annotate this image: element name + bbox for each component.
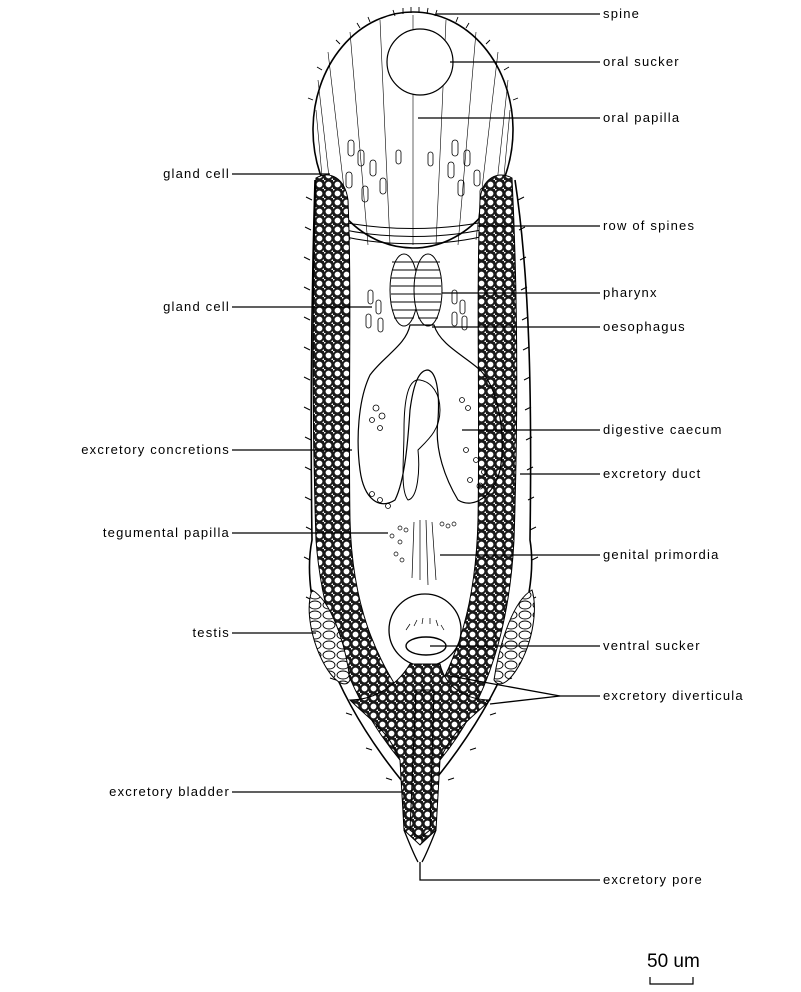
genital-primordia-dots	[390, 520, 456, 585]
label-gland-cell-lower: gland cell	[163, 299, 230, 314]
label-tegumental-papilla: tegumental papilla	[103, 525, 230, 540]
label-excretory-diverticula: excretory diverticula	[603, 688, 744, 703]
label-excretory-pore: excretory pore	[603, 872, 703, 887]
label-excretory-bladder: excretory bladder	[109, 784, 230, 799]
label-excretory-duct: excretory duct	[603, 466, 701, 481]
label-digestive-caecum: digestive caecum	[603, 422, 723, 437]
label-gland-cell-upper: gland cell	[163, 166, 230, 181]
label-spine: spine	[603, 6, 640, 21]
concretion-dots	[370, 398, 487, 509]
scale-bar-line	[650, 977, 693, 984]
label-oral-papilla: oral papilla	[603, 110, 680, 125]
ventral-sucker-organ	[389, 594, 461, 666]
label-pharynx: pharynx	[603, 285, 658, 300]
scale-bar-label: 50 um	[647, 951, 700, 972]
label-ventral-sucker: ventral sucker	[603, 638, 701, 653]
label-row-of-spines: row of spines	[603, 218, 695, 233]
oral-sucker-opening	[387, 29, 453, 95]
scale-bar: 50 um	[647, 951, 700, 984]
caecum-lumen	[403, 380, 440, 500]
pharynx-organ	[390, 254, 442, 326]
label-excretory-concretions: excretory concretions	[81, 442, 230, 457]
label-oesophagus: oesophagus	[603, 319, 686, 334]
label-genital-primordia: genital primordia	[603, 547, 720, 562]
label-oral-sucker: oral sucker	[603, 54, 680, 69]
label-testis: testis	[192, 625, 230, 640]
